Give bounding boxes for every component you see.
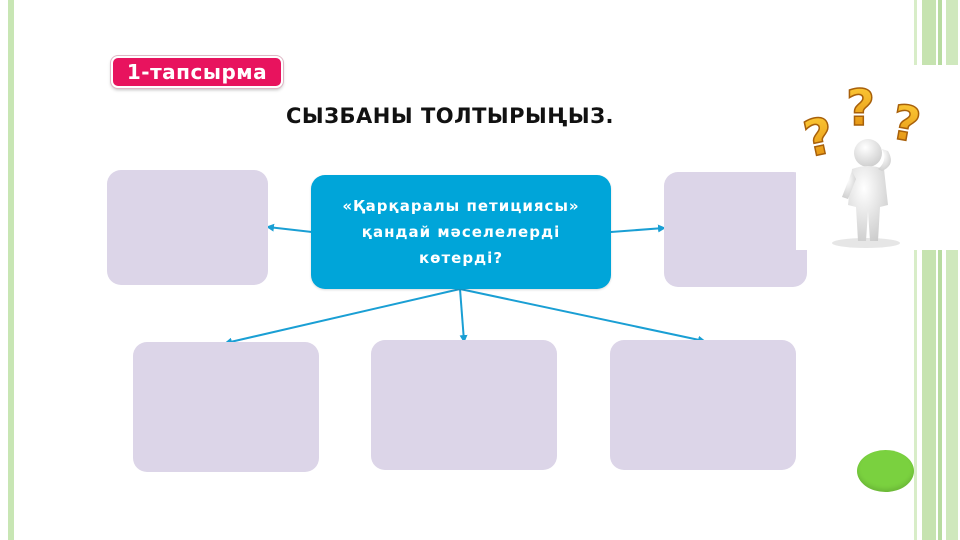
arrow-left: [266, 223, 313, 233]
question-mark-icon: ?: [799, 106, 839, 169]
center-question-box: «Қарқаралы петициясы» қандай мәселелерді…: [311, 175, 611, 289]
answer-box-bottom-right[interactable]: [610, 340, 796, 470]
answer-box-bottom-center[interactable]: [371, 340, 557, 470]
answer-box-top-left[interactable]: [107, 170, 268, 285]
arrow-bottom-left: [224, 288, 461, 346]
task-badge: 1-тапсырма: [111, 56, 283, 88]
center-question-text: «Қарқаралы петициясы» қандай мәселелерді…: [342, 197, 580, 267]
left-decorative-bar: [8, 0, 14, 540]
answer-box-bottom-left[interactable]: [133, 342, 319, 472]
page-title: СЫЗБАНЫ ТОЛТЫРЫҢЫЗ.: [285, 104, 615, 128]
answer-box-top-right[interactable]: [664, 172, 807, 287]
green-nav-button[interactable]: [857, 450, 914, 492]
arrow-bottom-center: [459, 288, 468, 343]
thinking-figure-icon: ? ? ?: [798, 78, 925, 248]
thinking-figure-image: ? ? ?: [796, 65, 958, 250]
question-mark-icon: ?: [846, 79, 875, 137]
question-mark-icon: ?: [887, 94, 924, 154]
arrow-right: [610, 224, 666, 233]
stripe: [938, 0, 942, 540]
arrow-bottom-right: [459, 288, 706, 344]
stripe: [914, 0, 917, 540]
